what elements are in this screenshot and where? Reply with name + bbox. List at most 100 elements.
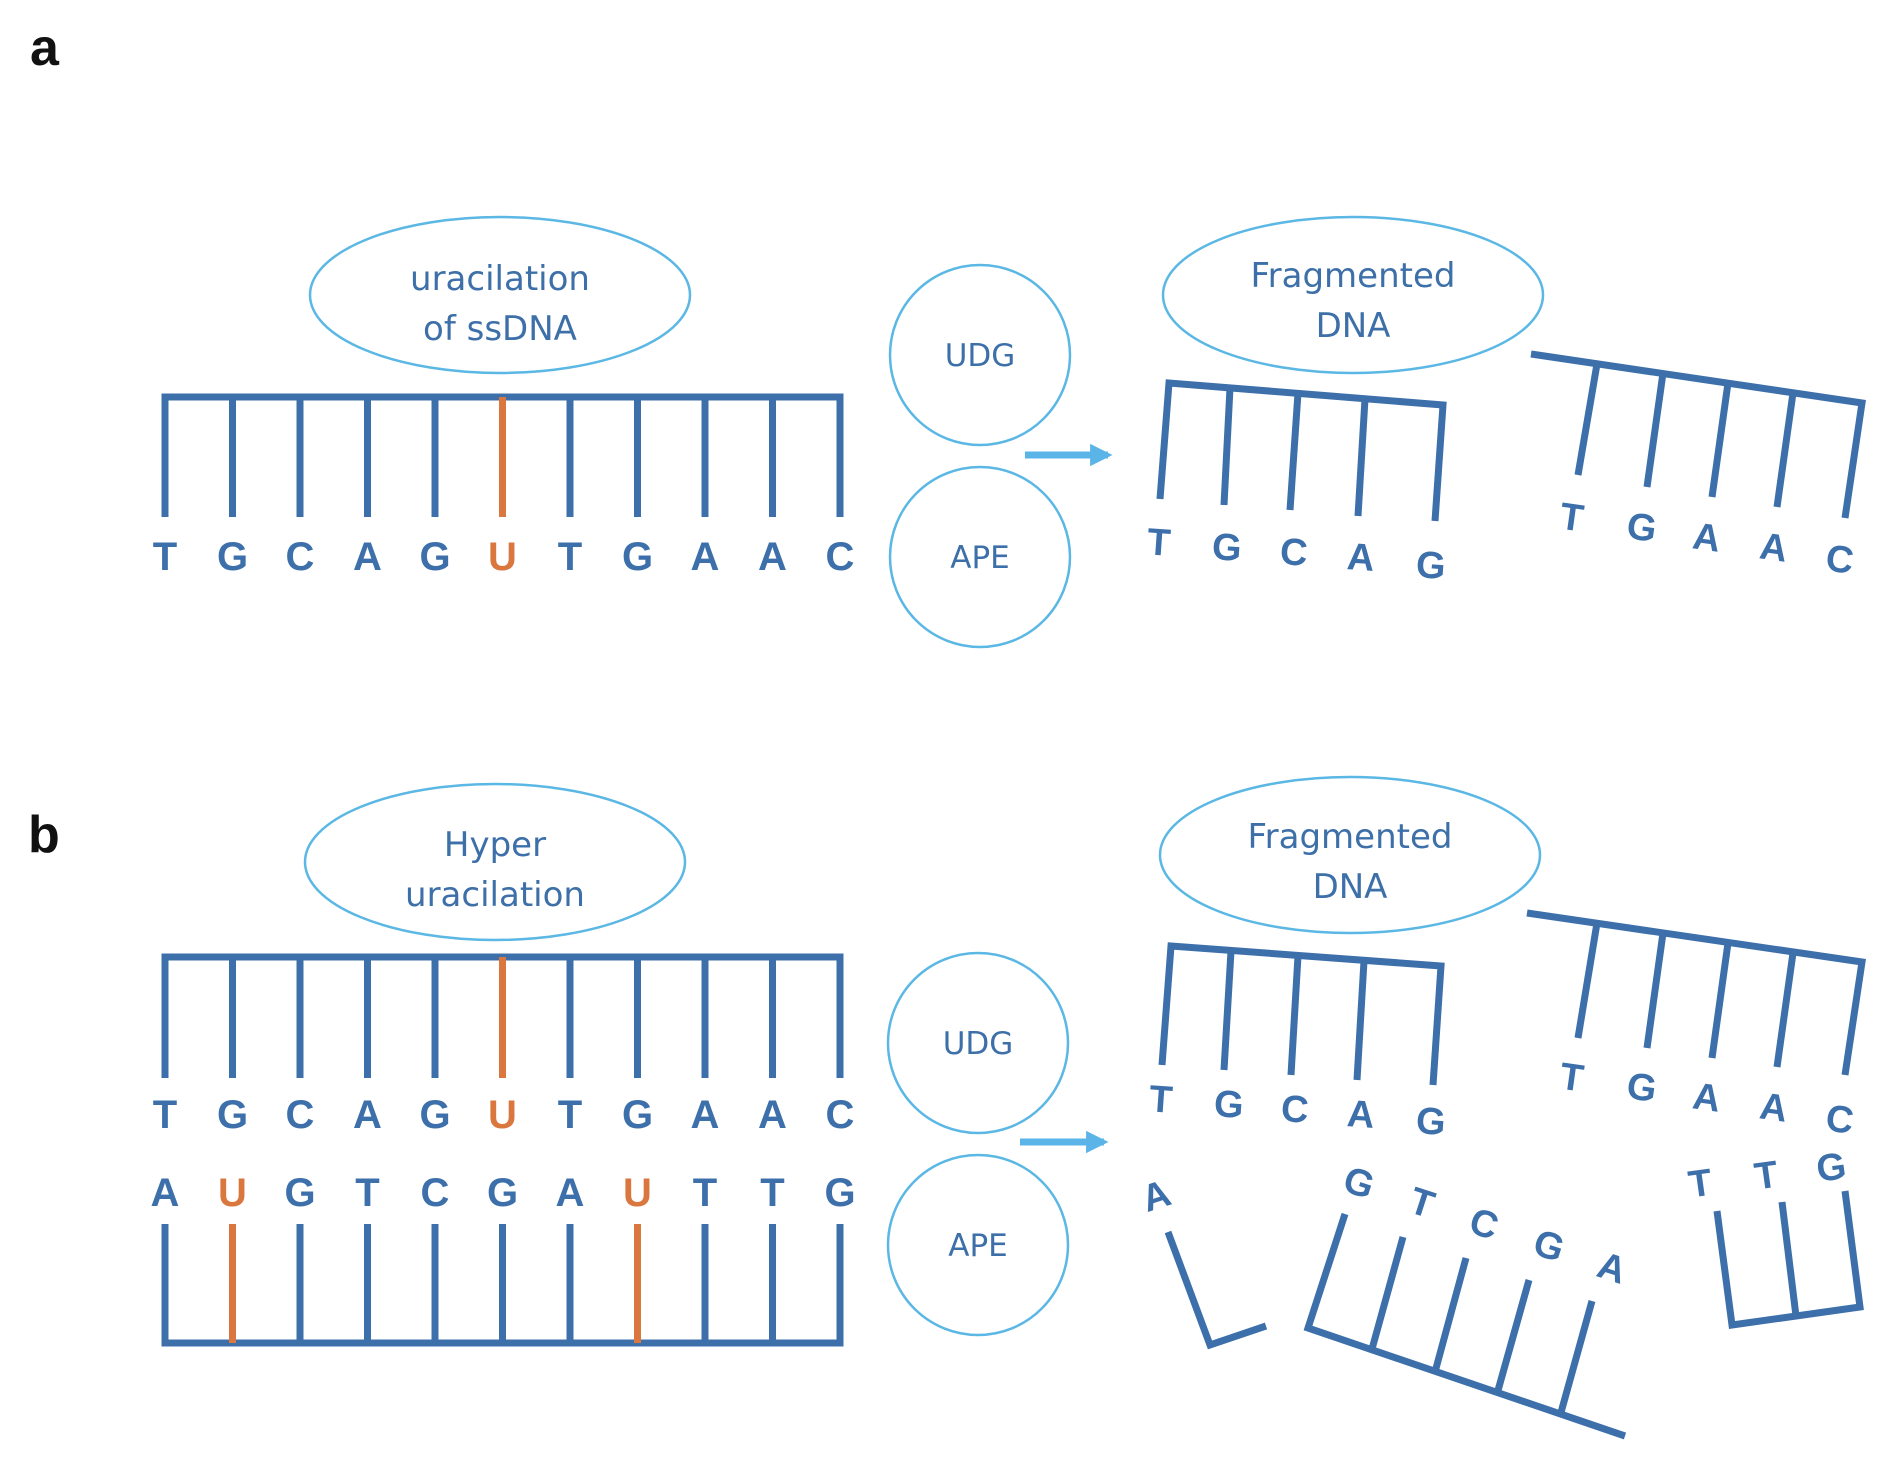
panel-b-fragment-bottom-3-base: T: [1686, 1162, 1715, 1207]
panel-b-bubble-line-2: uracilation: [405, 875, 585, 915]
panel-b-fragment-top-2-base: G: [1624, 1065, 1659, 1111]
panel-b-fragment-bottom-1: A: [1137, 1172, 1268, 1350]
panel-a-fragment-2-base: A: [1757, 525, 1790, 570]
panel-a-label: a: [30, 19, 60, 77]
panel-a-fragment-1-base: A: [1346, 536, 1376, 580]
panel-a-strand-base: G: [217, 535, 248, 579]
panel-a-ssdna-strand: [161, 393, 844, 517]
panel-b-bottom-strand-base: T: [760, 1171, 784, 1215]
panel-b-top-strand: [161, 953, 844, 1078]
panel-b-udg-label: UDG: [943, 1026, 1014, 1062]
panel-b-udg-circle: UDG: [886, 951, 1070, 1135]
panel-b-ape-circle: APE: [886, 1153, 1070, 1337]
panel-b-fragment-bottom-1-bases: A: [1137, 1172, 1176, 1220]
panel-a-strand-base: C: [286, 535, 315, 579]
panel-b-fragmented-dna-bubble: Fragmented DNA: [1158, 775, 1542, 935]
panel-a-fragment-1-base: C: [1279, 531, 1309, 575]
panel-a-strand-base: T: [153, 535, 177, 579]
panel-b-fragment-bottom-2-base: A: [1592, 1244, 1631, 1292]
panel-b-bottom-strand-uracil-base: U: [623, 1171, 652, 1215]
panel-b-fragment-top-1-base: G: [1415, 1100, 1447, 1144]
panel-b-top-strand-base: A: [691, 1093, 720, 1137]
panel-b-top-strand-base: A: [353, 1093, 382, 1137]
panel-b-bottom-strand-base: T: [693, 1171, 717, 1215]
panel-b-top-strand-base: G: [419, 1093, 450, 1137]
panel-b-fragment-bottom-2-base: G: [1338, 1159, 1379, 1208]
panel-a-fragment-2-base: C: [1823, 537, 1856, 582]
panel-b-bottom-strand: [161, 1224, 844, 1347]
panel-b-bottom-strand-base: G: [487, 1171, 518, 1215]
panel-b-fragment-bottom-3-base: G: [1814, 1145, 1849, 1191]
panel-a-fragment-1-base: G: [1415, 544, 1447, 588]
panel-b-bottom-strand-base: T: [355, 1171, 379, 1215]
panel-b-top-strand-base: T: [558, 1093, 582, 1137]
panel-a-strand-uracil-base: U: [488, 535, 517, 579]
panel-b-bottom-strand-base: A: [151, 1171, 180, 1215]
panel-b-fragment-top-2-base: C: [1823, 1097, 1856, 1142]
panel-b-fragment-bottom-3-base: T: [1752, 1154, 1781, 1199]
panel-a-bubble-line-1: uracilation: [410, 259, 590, 299]
panel-a-result-line-2: DNA: [1316, 306, 1391, 346]
panel-b-top-strand-base: G: [217, 1093, 248, 1137]
panel-b-top-strand-base: T: [153, 1093, 177, 1137]
panel-b-fragment-bottom-2-base: C: [1464, 1200, 1503, 1248]
panel-b-bubble-line-1: Hyper: [444, 825, 546, 865]
panel-a-strand-base: G: [419, 535, 450, 579]
panel-b-bottom-strand-base: A: [556, 1171, 585, 1215]
panel-b-fragment-top-1-base: A: [1346, 1093, 1376, 1137]
panel-b-fragment-top-1-base: T: [1148, 1078, 1174, 1122]
panel-a-strand-base: G: [622, 535, 653, 579]
panel-b-fragment-top-2-base: A: [1690, 1075, 1723, 1120]
panel-b-top-strand-base: G: [622, 1093, 653, 1137]
panel-a-fragment-2-base: A: [1690, 515, 1723, 560]
panel-a-udg-label: UDG: [945, 338, 1016, 374]
panel-a-fragment-2-base: G: [1624, 505, 1659, 551]
panel-b-hyper-uracilation-bubble: Hyper uracilation: [303, 782, 687, 942]
panel-b-fragment-top-1-base: C: [1280, 1088, 1310, 1132]
panel-a-fragment-1-base: T: [1146, 521, 1172, 565]
panel-b-bottom-strand-uracil-base: U: [218, 1171, 247, 1215]
panel-b-top-strand-base: C: [826, 1093, 855, 1137]
panel-a-ape-circle: APE: [888, 465, 1072, 649]
panel-b-ape-label: APE: [948, 1228, 1008, 1264]
panel-a-strand-base: A: [758, 535, 787, 579]
panel-b-result-line-2: DNA: [1313, 867, 1388, 907]
panel-b-top-strand-base: A: [758, 1093, 787, 1137]
panel-a-strand-base: T: [558, 535, 582, 579]
panel-b-fragment-bottom-2-base: G: [1528, 1222, 1569, 1271]
panel-b-fragment-top-2-base: A: [1757, 1085, 1790, 1130]
panel-a-ape-label: APE: [950, 540, 1010, 576]
panel-a-strand-base: C: [826, 535, 855, 579]
panel-a-udg-circle: UDG: [888, 263, 1072, 447]
panel-b-fragment-bottom-1-base: A: [1137, 1172, 1176, 1220]
panel-a-bubble-line-2: of ssDNA: [423, 309, 577, 349]
panel-a-strand-base: A: [353, 535, 382, 579]
panel-a-result-line-1: Fragmented: [1251, 256, 1456, 296]
panel-a-uracilation-bubble: uracilation of ssDNA: [308, 215, 692, 375]
panel-b-result-line-1: Fragmented: [1248, 817, 1453, 857]
panel-b-label: b: [28, 806, 60, 864]
panel-b-top-strand-uracil-base: U: [488, 1093, 517, 1137]
panel-a-fragment-1-base: G: [1211, 526, 1243, 570]
panel-a-fragment-2-base: T: [1557, 496, 1586, 541]
panel-b-fragment-top-2-base: T: [1557, 1056, 1586, 1101]
panel-b-fragment-top-1-base: G: [1213, 1083, 1245, 1127]
panel-b-bottom-strand-base: G: [284, 1171, 315, 1215]
panel-a-fragmented-dna-bubble: Fragmented DNA: [1161, 215, 1545, 375]
